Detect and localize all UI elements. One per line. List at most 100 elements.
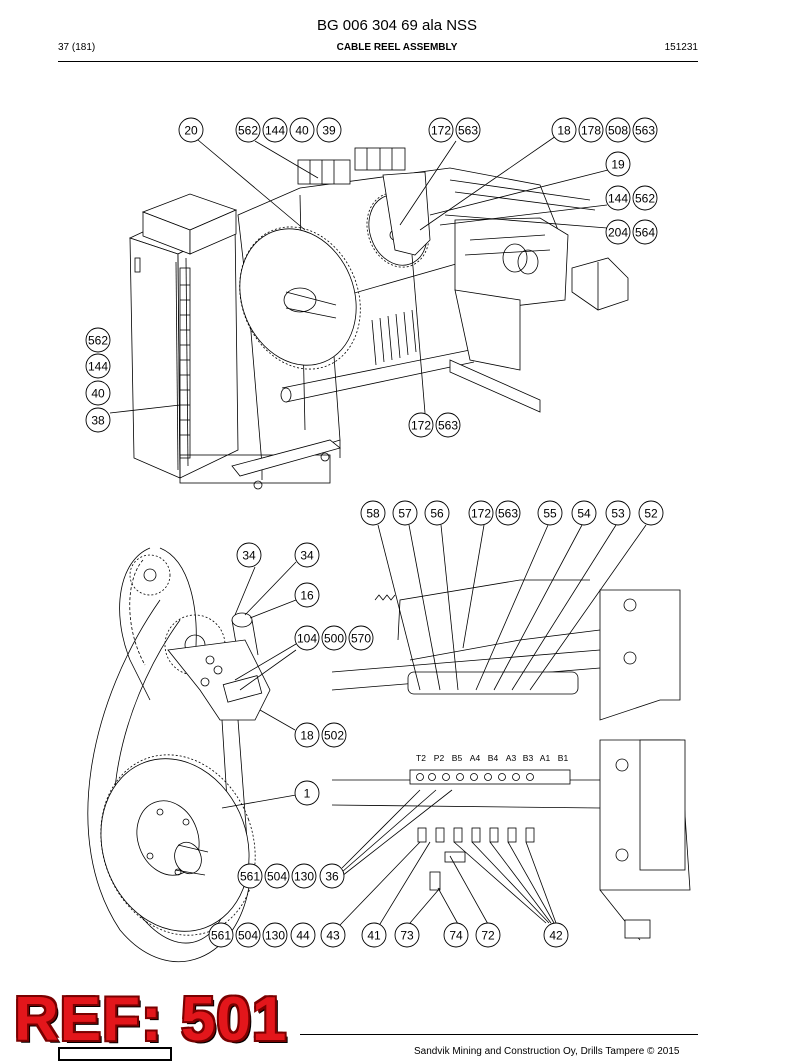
balloon-circle xyxy=(85,380,111,406)
balloon-label: 18 xyxy=(557,124,571,138)
port-label-a3: A3 xyxy=(506,753,517,763)
top-callout-balloon: 563 xyxy=(455,117,481,143)
top-callout-balloon: 564 xyxy=(632,219,658,245)
port-label-p2: P2 xyxy=(434,753,445,763)
top-callout-balloon: 19 xyxy=(605,151,631,177)
leader-line xyxy=(408,524,441,691)
balloon-circle xyxy=(361,922,387,948)
top-callout-balloon: 562 xyxy=(85,327,111,353)
leader-line xyxy=(437,887,459,925)
top-callout-balloon: 508 xyxy=(605,117,631,143)
bottom-callout-balloon: 41 xyxy=(361,922,387,948)
bottom-callout-balloon: 73 xyxy=(394,922,420,948)
leader-line xyxy=(429,169,609,216)
footer-copyright: Sandvik Mining and Construction Oy, Dril… xyxy=(414,1046,680,1057)
leader-line xyxy=(234,643,297,681)
top-callout-balloon: 562 xyxy=(632,185,658,211)
balloon-circle xyxy=(294,780,320,806)
leader-line xyxy=(377,524,421,691)
balloon-label: 504 xyxy=(267,870,287,884)
bottom-callout-balloon: 561 xyxy=(237,863,263,889)
balloon-circle xyxy=(551,117,577,143)
bottom-callout-balloon: 504 xyxy=(264,863,290,889)
top-callout-balloon: 172 xyxy=(408,412,434,438)
bottom-callout-balloon: 74 xyxy=(443,922,469,948)
section-title: CABLE REEL ASSEMBLY xyxy=(336,42,458,53)
balloon-circle xyxy=(408,412,434,438)
port-label-b3: B3 xyxy=(523,753,534,763)
balloon-label: 570 xyxy=(351,632,371,646)
balloon-circle xyxy=(235,117,261,143)
balloon-circle xyxy=(435,412,461,438)
balloon-label: 41 xyxy=(367,929,381,943)
balloon-circle xyxy=(262,922,288,948)
balloon-circle xyxy=(85,353,111,379)
valve-port-labels: T2 P2 B5 A4 B4 A3 B3 A1 B1 xyxy=(416,753,568,763)
balloon-circle xyxy=(294,582,320,608)
balloon-label: 504 xyxy=(238,929,258,943)
leader-line xyxy=(409,887,441,924)
leader-line xyxy=(239,649,297,691)
balloon-circle xyxy=(321,722,347,748)
top-callout-balloon: 38 xyxy=(85,407,111,433)
balloon-label: 172 xyxy=(411,419,431,433)
balloon-circle xyxy=(319,863,345,889)
top-callout-balloon: 18 xyxy=(551,117,577,143)
bottom-callout-balloon: 130 xyxy=(262,922,288,948)
balloon-circle xyxy=(85,407,111,433)
balloon-label: 42 xyxy=(549,929,563,943)
document-title: BG 006 304 69 ala NSS xyxy=(316,17,478,34)
bottom-callout-balloon: 58 xyxy=(360,500,386,526)
ref-stamp: REF: 501 xyxy=(14,985,288,1054)
bottom-callout-balloon: 55 xyxy=(537,500,563,526)
document-number: 151231 xyxy=(664,42,698,53)
balloon-circle xyxy=(289,117,315,143)
balloon-circle xyxy=(85,327,111,353)
leader-line xyxy=(493,524,583,691)
leader-line xyxy=(507,841,555,924)
balloon-circle xyxy=(537,500,563,526)
balloon-label: 502 xyxy=(324,729,344,743)
bottom-callout-balloon: 43 xyxy=(320,922,346,948)
leader-line xyxy=(244,561,297,616)
balloon-label: 57 xyxy=(398,507,412,521)
balloon-circle xyxy=(235,922,261,948)
balloon-label: 43 xyxy=(326,929,340,943)
leader-line xyxy=(439,204,608,226)
balloon-circle xyxy=(291,863,317,889)
top-callout-balloon: 172 xyxy=(428,117,454,143)
port-label-b1: B1 xyxy=(558,753,569,763)
top-callout-balloon: 144 xyxy=(85,353,111,379)
balloon-circle xyxy=(236,542,262,568)
bottom-callout-balloon: 172 xyxy=(468,500,494,526)
bottom-callout-balloon: 1 xyxy=(294,780,320,806)
balloon-label: 73 xyxy=(400,929,414,943)
footer-rule xyxy=(300,1034,698,1035)
leader-line xyxy=(489,841,552,924)
balloon-circle xyxy=(262,117,288,143)
top-callout-balloon: 144 xyxy=(262,117,288,143)
balloon-label: 500 xyxy=(324,632,344,646)
balloon-label: 44 xyxy=(296,929,310,943)
balloon-circle xyxy=(348,625,374,651)
balloon-circle xyxy=(632,117,658,143)
top-callout-balloon: 20 xyxy=(178,117,204,143)
balloon-circle xyxy=(316,117,342,143)
balloon-circle xyxy=(605,117,631,143)
leader-line xyxy=(254,140,319,179)
balloon-label: 144 xyxy=(88,360,108,374)
balloon-circle xyxy=(605,219,631,245)
balloon-circle xyxy=(392,500,418,526)
balloon-circle xyxy=(571,500,597,526)
balloon-circle xyxy=(475,922,501,948)
leader-line xyxy=(471,841,550,924)
balloon-label: 204 xyxy=(608,226,628,240)
balloon-circle xyxy=(428,117,454,143)
balloon-circle xyxy=(321,625,347,651)
top-callout-balloon: 563 xyxy=(435,412,461,438)
balloon-circle xyxy=(543,922,569,948)
balloon-circle xyxy=(605,151,631,177)
leader-line xyxy=(449,855,489,925)
